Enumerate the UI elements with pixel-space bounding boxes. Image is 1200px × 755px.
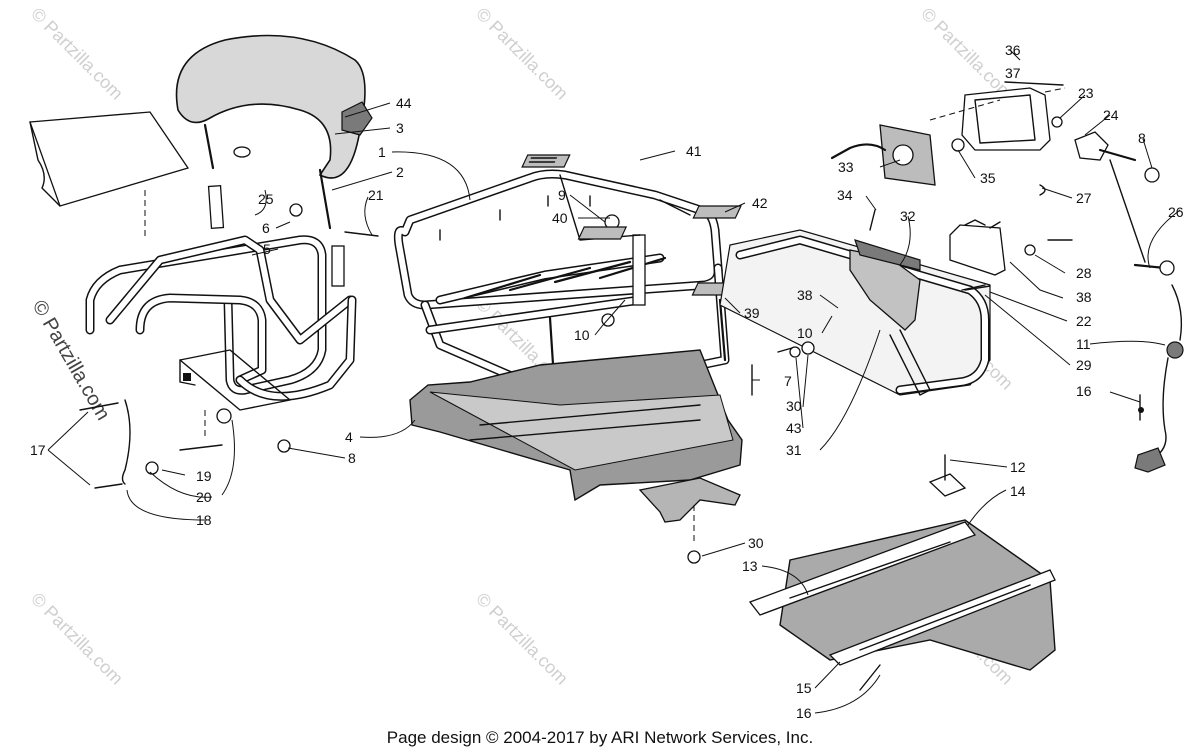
part-label-43: 43	[786, 420, 802, 436]
part-label-32: 32	[900, 208, 916, 224]
part-label-27: 27	[1076, 190, 1092, 206]
part-label-7: 7	[784, 373, 792, 389]
backrest-pad	[175, 34, 366, 179]
part-label-22: 22	[1076, 313, 1092, 329]
tail-light-housing	[961, 87, 1051, 151]
part-label-21: 21	[368, 187, 384, 203]
part-label-31: 31	[786, 442, 802, 458]
part-label-19: 19	[196, 468, 212, 484]
part-label-35: 35	[980, 170, 996, 186]
taillight-assembly	[719, 81, 1184, 473]
part-label-10: 10	[797, 325, 813, 341]
watermark: © Partzilla.com	[27, 589, 127, 689]
part-label-34: 34	[837, 187, 853, 203]
part-label-1: 1	[378, 144, 386, 160]
side-watermark: © Partzilla.com	[28, 297, 114, 425]
part-label-16: 16	[796, 705, 812, 721]
part-label-4: 4	[345, 429, 353, 445]
part-label-11: 11	[1076, 336, 1091, 352]
decal-40	[577, 226, 628, 240]
part-label-30: 30	[786, 398, 802, 414]
part-label-29: 29	[1076, 357, 1092, 373]
part-label-24: 24	[1103, 107, 1119, 123]
watermark: © Partzilla.com	[472, 4, 572, 104]
part-label-28: 28	[1076, 265, 1092, 281]
hitch-bracket	[949, 224, 1006, 276]
watermark: © Partzilla.com	[27, 4, 127, 104]
part-label-9: 9	[558, 187, 566, 203]
part-labels: 44 3 1 2 21 25 6 5 4 8 17 19 20 18 41 9 …	[30, 42, 1184, 721]
part-label-30: 30	[748, 535, 764, 551]
part-label-38: 38	[1076, 289, 1092, 305]
grommet	[233, 146, 251, 158]
part-label-23: 23	[1078, 85, 1094, 101]
skid-plate-assembly	[748, 454, 1056, 691]
page-footer: Page design © 2004-2017 by ARI Network S…	[386, 728, 814, 747]
part-label-39: 39	[744, 305, 760, 321]
part-label-5: 5	[263, 241, 271, 257]
part-label-40: 40	[552, 210, 568, 226]
part-label-10: 10	[574, 327, 590, 343]
part-label-41: 41	[686, 143, 702, 159]
skid-rail-15	[828, 569, 1056, 666]
part-label-12: 12	[1010, 459, 1026, 475]
decal-42	[692, 205, 742, 219]
part-label-16: 16	[1076, 383, 1092, 399]
part-label-2: 2	[396, 164, 404, 180]
part-label-20: 20	[196, 489, 212, 505]
part-label-18: 18	[196, 512, 212, 528]
part-label-42: 42	[752, 195, 768, 211]
part-label-15: 15	[796, 680, 812, 696]
part-label-25: 25	[258, 191, 274, 207]
watermark: © Partzilla.com	[917, 4, 1017, 104]
part-label-3: 3	[396, 120, 404, 136]
part-label-8: 8	[348, 450, 356, 466]
part-label-14: 14	[1010, 483, 1026, 499]
rack-assembly	[393, 154, 865, 564]
part-label-36: 36	[1005, 42, 1021, 58]
part-label-33: 33	[838, 159, 854, 175]
part-label-37: 37	[1005, 65, 1021, 81]
part-label-13: 13	[742, 558, 758, 574]
part-label-26: 26	[1168, 204, 1184, 220]
part-label-8: 8	[1138, 130, 1146, 146]
decal-41	[521, 154, 571, 168]
watermark: © Partzilla.com	[472, 589, 572, 689]
seat-cover-plate	[29, 111, 190, 207]
backrest-assembly	[29, 34, 379, 489]
backrest-emblem	[341, 101, 373, 136]
skid-plate	[779, 519, 1056, 671]
part-label-38: 38	[797, 287, 813, 303]
part-label-44: 44	[396, 95, 412, 111]
leader-lines	[47, 49, 1181, 714]
part-label-17: 17	[30, 442, 46, 458]
part-label-6: 6	[262, 220, 270, 236]
